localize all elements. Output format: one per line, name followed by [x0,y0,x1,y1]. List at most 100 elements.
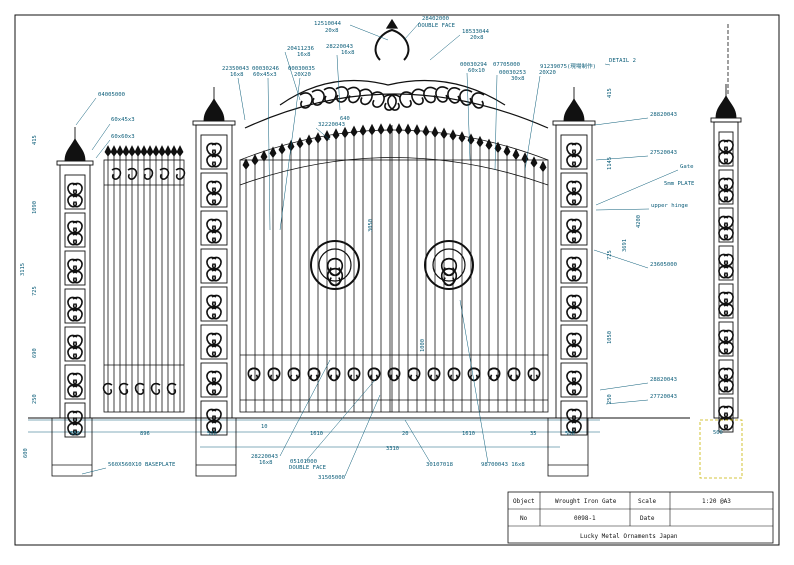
title-label-no: No [520,515,528,522]
dimension-text: 500 [70,431,80,437]
medallion-inner [318,248,352,282]
scroll-ornament [326,257,342,277]
scroll-ornament [359,88,373,106]
dimension-text: 725 [607,250,613,260]
scroll-ornament [571,180,582,194]
pillar-cap [710,117,742,123]
scroll-ornament [72,308,83,322]
scroll-ornament [67,270,78,284]
scroll-ornament [723,341,734,355]
scroll-ornament [267,367,279,382]
scroll-ornament [211,420,222,434]
scroll-ornament [723,177,734,191]
scroll-ornament [72,346,83,360]
part-label: 91239075(現場制作) [540,62,596,70]
part-label: 28220043 [326,44,353,50]
leader-line [267,77,271,231]
part-label: upper hinge [651,203,689,209]
title-block: Object Wrought Iron Gate Scale 1:20 @A3 … [507,491,774,544]
finial [152,145,160,157]
scroll-ornament [72,334,83,348]
part-label: 60x60x3 [111,134,135,140]
finial [110,145,118,157]
scroll-ornament [67,182,78,196]
pillar-panel [718,245,734,281]
title-value-object: Wrought Iron Gate [555,498,617,505]
pillar-cap [552,120,596,126]
scroll-ornament [440,267,456,287]
finial [314,132,322,144]
dimension-text: 600 [23,448,29,458]
finial [395,123,403,135]
finial [140,145,148,157]
scroll-ornament [571,382,582,396]
pillar-panel [718,321,734,357]
part-label: DOUBLE FACE [289,465,327,471]
dimension-text: 500 [713,430,723,436]
dimension-text: 35 [530,431,537,437]
scroll-ornament [72,296,83,310]
title-label-date: Date [640,515,655,522]
finial [278,142,286,155]
finial [122,145,130,157]
finial [104,145,112,157]
finial [539,160,547,173]
scroll-ornament [206,420,217,434]
finial [305,134,313,146]
scroll-ornament [571,142,582,156]
scroll-ornament [206,230,217,244]
scroll-ornament [411,88,425,106]
finial [251,153,259,166]
leader-line [494,74,498,171]
scroll-ornament [211,370,222,384]
pillar-panel [560,134,588,170]
scroll-ornament [571,294,582,308]
scroll-ornament [206,294,217,308]
pillar-panel [560,324,588,360]
dimension-text: 690 [32,348,38,358]
leader-line [279,359,331,457]
scroll-ornament [718,341,729,355]
scroll-ornament [723,151,734,165]
scroll-ornament [718,151,729,165]
pillar-panel [200,210,228,246]
pillar-panel [718,131,734,167]
scroll-ornament [367,367,379,382]
scroll-ornament [718,227,729,241]
finial [476,135,484,148]
part-labels: 12510044 20x8 28402000 DOUBLE FACE 18533… [98,16,695,481]
pillar-crown [715,94,737,119]
leader-line [605,399,649,405]
scroll-ornament [571,218,582,232]
scroll-ornament [566,230,577,244]
part-label: 20x8 [470,35,484,41]
leader-line [599,382,649,391]
scroll-ornament [67,296,78,310]
dimension-text: 1610 [462,431,475,437]
part-label: 98700043 16x8 [481,462,525,468]
finial [449,129,457,141]
finial [368,123,376,136]
scroll-ornament [571,420,582,434]
dimension-text: 1610 [310,431,323,437]
scroll-ornament [166,382,177,395]
scroll-ornament [211,344,222,358]
pillar-panel [64,402,86,438]
scroll-ornament [571,154,582,168]
dimension-text: 1050 [607,331,613,344]
part-label: 12510044 [314,21,342,27]
part-label: 60x10 [468,68,485,74]
scroll-ornament [211,268,222,282]
pillar-cap [192,120,236,126]
scroll-ornament [527,367,539,382]
scroll-ornament [247,367,259,382]
title-company: Lucky Metal Ornaments Japan [580,533,678,540]
scroll-ornament [67,334,78,348]
scroll-ornament [67,410,78,424]
pillar-panel [718,169,734,205]
title-label-scale: Scale [638,498,656,505]
pillar-panel [200,324,228,360]
scroll-ornament [566,218,577,232]
finial [458,131,466,143]
